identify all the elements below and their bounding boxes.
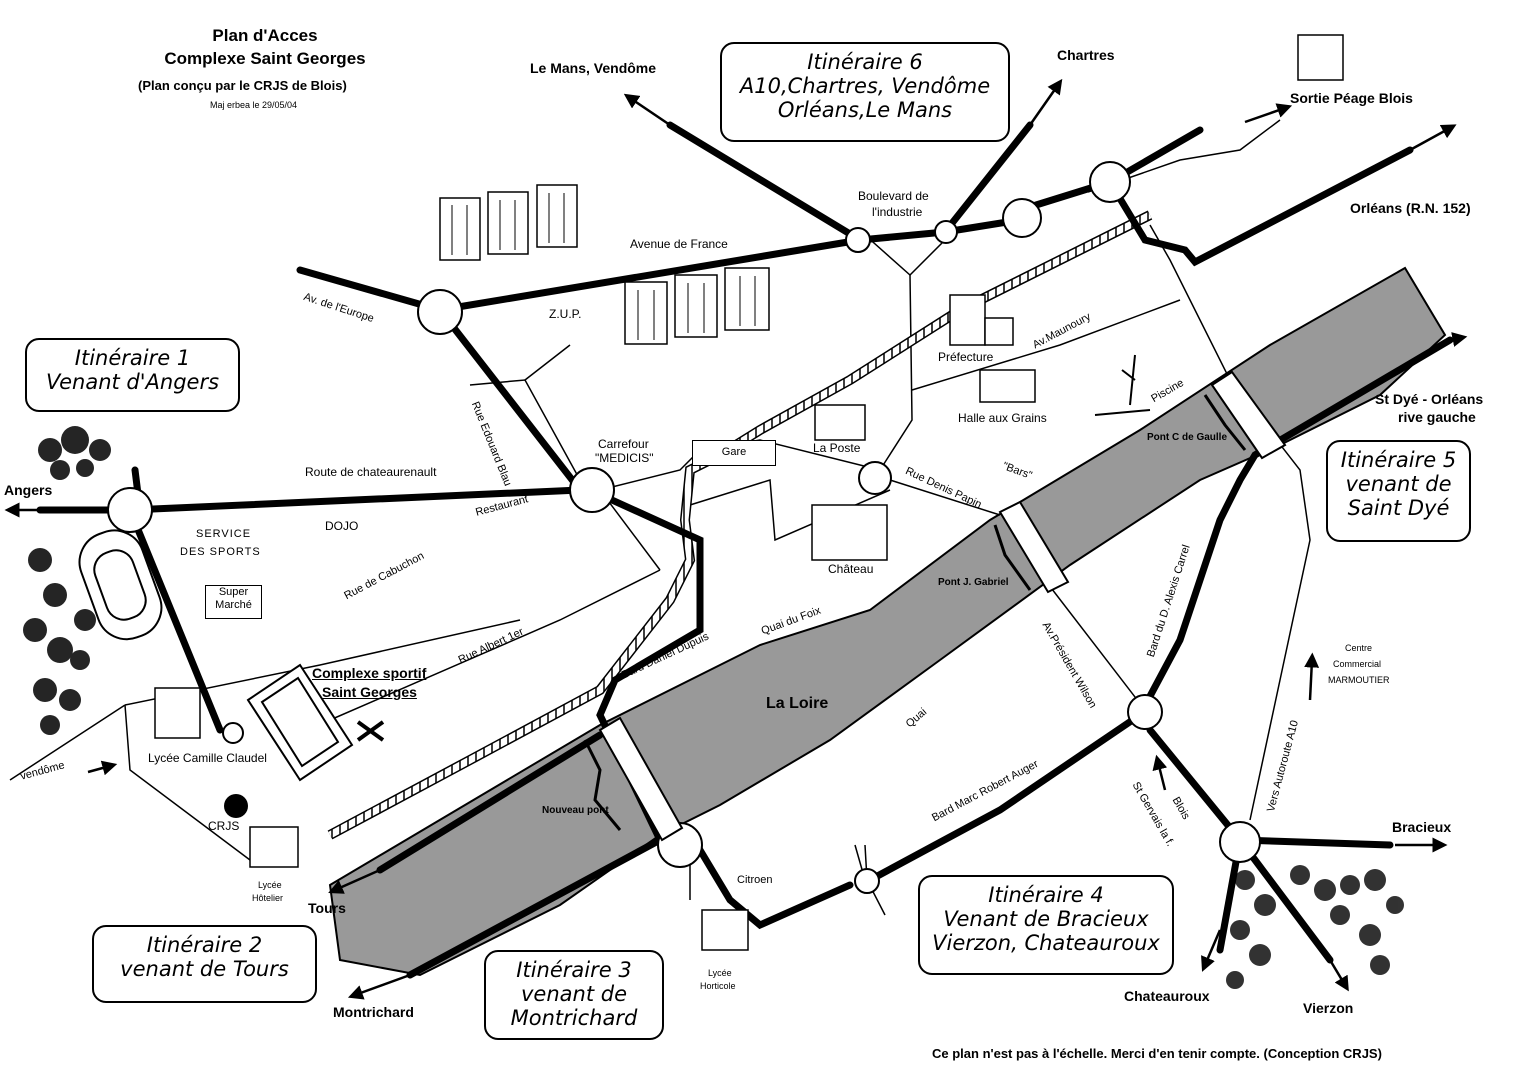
label-carrefour-1: Carrefour — [598, 437, 649, 451]
bridges — [598, 370, 1287, 842]
itinerary-2-box: Itinéraire 2 venant de Tours — [92, 925, 317, 1003]
main-roads — [36, 121, 1454, 979]
building-blocks — [154, 34, 1344, 951]
label-avenue-france: Avenue de France — [630, 237, 728, 251]
label-carrefour-2: "MEDICIS" — [595, 451, 654, 465]
itinerary-5-box: Itinéraire 5 venant de Saint Dyé — [1326, 440, 1471, 542]
update-note: Maj erbea le 29/05/04 — [210, 100, 298, 110]
itinerary-6-line3: Orléans,Le Mans — [777, 98, 953, 123]
label-super-marche-2: Marché — [215, 599, 252, 612]
itinerary-6-line1: Itinéraire 6 — [807, 50, 923, 74]
map-subtitle: (Plan conçu par le CRJS de Blois) — [138, 78, 347, 93]
itinerary-2-line2: venant de Tours — [120, 957, 289, 982]
dest-montrichard: Montrichard — [333, 1004, 414, 1020]
roundabouts — [107, 161, 1261, 894]
label-lycee-horticole-1: Lycée — [708, 968, 732, 978]
dest-bracieux: Bracieux — [1392, 819, 1452, 835]
label-boulevard-industrie-2: l'industrie — [872, 205, 923, 219]
itinerary-3-line3: Montrichard — [510, 1006, 638, 1031]
itinerary-1-line2: Venant d'Angers — [45, 370, 220, 395]
label-gare: Gare — [721, 446, 747, 458]
crjs-marker — [224, 794, 248, 818]
itinerary-3-line2: venant de — [521, 982, 627, 1007]
itinerary-3-line1: Itinéraire 3 — [516, 958, 632, 982]
dest-st-dye-line1: St Dyé - Orléans — [1375, 391, 1484, 407]
building-windows — [451, 193, 756, 340]
dest-le-mans: Le Mans, Vendôme — [530, 60, 657, 76]
gare-box: Gare — [692, 440, 776, 466]
itinerary-4-box: Itinéraire 4 Venant de Bracieux Vierzon,… — [918, 875, 1174, 975]
label-lycee-hotelier-2: Hôtelier — [252, 893, 284, 903]
label-service-sports-1: SERVICE — [196, 528, 252, 540]
label-nouveau-pont: Nouveau pont — [542, 805, 609, 816]
label-route-chateaurenault: Route de chateaurenault — [305, 465, 437, 479]
dest-vierzon: Vierzon — [1303, 1000, 1354, 1016]
label-centre-3: MARMOUTIER — [1328, 675, 1390, 685]
itinerary-5-line1: Itinéraire 5 — [1340, 448, 1457, 472]
label-citroen: Citroen — [737, 874, 773, 886]
label-dojo: DOJO — [325, 519, 359, 533]
stadium — [78, 529, 163, 641]
footer-note: Ce plan n'est pas à l'échelle. Merci d'e… — [932, 1046, 1382, 1061]
dest-peage: Sortie Péage Blois — [1290, 90, 1413, 106]
label-lycee-claudel: Lycée Camille Claudel — [148, 751, 267, 765]
label-service-sports-2: DES SPORTS — [180, 546, 261, 558]
trees-west — [23, 426, 111, 735]
label-halle-aux-grains: Halle aux Grains — [958, 411, 1047, 425]
label-boulevard-industrie-1: Boulevard de — [858, 189, 929, 203]
itinerary-5-line2: venant de — [1345, 472, 1452, 497]
itinerary-5-line3: Saint Dyé — [1347, 496, 1450, 521]
label-prefecture: Préfecture — [938, 350, 994, 364]
dest-angers: Angers — [4, 482, 53, 498]
label-la-poste: La Poste — [813, 441, 861, 455]
bridge-arches — [583, 394, 1247, 831]
itinerary-1-box: Itinéraire 1 Venant d'Angers — [25, 338, 240, 412]
itinerary-1-line1: Itinéraire 1 — [74, 346, 191, 370]
itinerary-6-line2: A10,Chartres, Vendôme — [739, 74, 991, 99]
itinerary-4-line2: Venant de Bracieux — [943, 907, 1149, 932]
label-lycee-hotelier-1: Lycée — [258, 880, 282, 890]
itinerary-4-line3: Vierzon, Chateauroux — [932, 931, 1160, 956]
label-centre-1: Centre — [1345, 643, 1373, 653]
complexe-courts — [246, 663, 354, 782]
dest-orleans: Orléans (R.N. 152) — [1350, 200, 1471, 216]
itinerary-6-box: Itinéraire 6 A10,Chartres, Vendôme Orléa… — [720, 42, 1010, 142]
direction-arrows — [4, 78, 1468, 1000]
trees-east — [1226, 865, 1404, 989]
label-crjs: CRJS — [208, 819, 240, 833]
dest-tours: Tours — [308, 900, 346, 916]
label-lycee-horticole-2: Horticole — [700, 981, 736, 991]
piscine-figure — [1094, 354, 1151, 416]
label-la-loire: La Loire — [766, 695, 829, 712]
label-zup: Z.U.P. — [549, 307, 582, 321]
label-pont-gabriel: Pont J. Gabriel — [938, 577, 1009, 588]
map-title-line1: Plan d'Acces — [212, 26, 318, 45]
dest-chartres: Chartres — [1057, 47, 1115, 63]
label-super-marche-1: Super — [218, 586, 249, 598]
label-chateau: Château — [828, 562, 874, 576]
map-title-line2: Complexe Saint Georges — [164, 49, 366, 68]
label-pont-gaulle: Pont C de Gaulle — [1147, 432, 1228, 443]
itinerary-2-line1: Itinéraire 2 — [146, 933, 263, 957]
label-complexe-2: Saint Georges — [322, 684, 417, 700]
dest-st-dye-line2: rive gauche — [1398, 409, 1476, 425]
dest-chateauroux: Chateauroux — [1124, 988, 1210, 1004]
label-centre-2: Commercial — [1333, 659, 1382, 669]
itinerary-4-line1: Itinéraire 4 — [988, 883, 1104, 907]
itinerary-3-box: Itinéraire 3 venant de Montrichard — [484, 950, 664, 1040]
cross-marker — [356, 720, 385, 742]
label-complexe-1: Complexe sportif — [312, 665, 427, 681]
super-marche-box: Super Marché — [205, 585, 262, 619]
